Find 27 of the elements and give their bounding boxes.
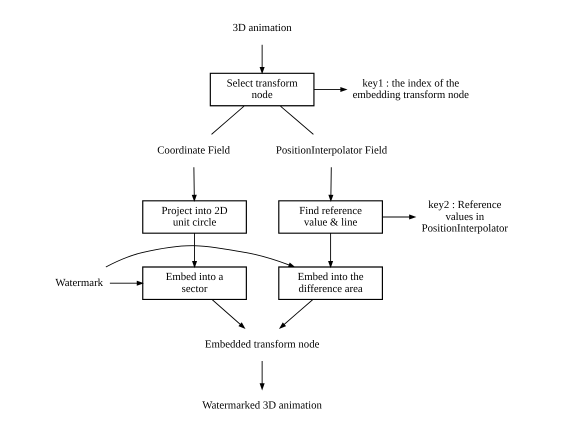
node-box: Select transform node xyxy=(210,72,315,106)
arrow xyxy=(192,166,197,202)
arrow xyxy=(328,233,334,268)
node-box: Embed into the difference area xyxy=(278,266,383,300)
arrow xyxy=(212,299,246,329)
arrow xyxy=(328,166,334,202)
node-text: PositionInterpolator Field xyxy=(276,144,388,157)
node-text: key2 : Reference values in PositionInterpolator xyxy=(422,199,508,235)
arrow xyxy=(278,299,314,329)
connector xyxy=(280,106,314,135)
node-box: Embed into a sector xyxy=(142,266,247,300)
arrow xyxy=(109,280,144,286)
arrow xyxy=(260,360,265,390)
node-text: 3D animation xyxy=(232,22,292,34)
node-text: Embedded transform node xyxy=(204,338,320,350)
connector xyxy=(211,106,245,135)
arrow xyxy=(314,87,348,92)
node-box: Project into 2D unit circle xyxy=(142,200,247,234)
arrow xyxy=(105,245,296,268)
node-text: Watermark xyxy=(55,277,104,290)
arrow xyxy=(382,214,416,220)
arrow xyxy=(260,44,265,74)
node-box: Find reference value & line xyxy=(278,200,383,234)
node-text: key1 : the index of the embedding transform node xyxy=(352,77,469,102)
node-text: Watermarked 3D animation xyxy=(202,400,322,412)
node-text: Coordinate Field xyxy=(157,144,230,157)
arrow xyxy=(192,233,198,268)
